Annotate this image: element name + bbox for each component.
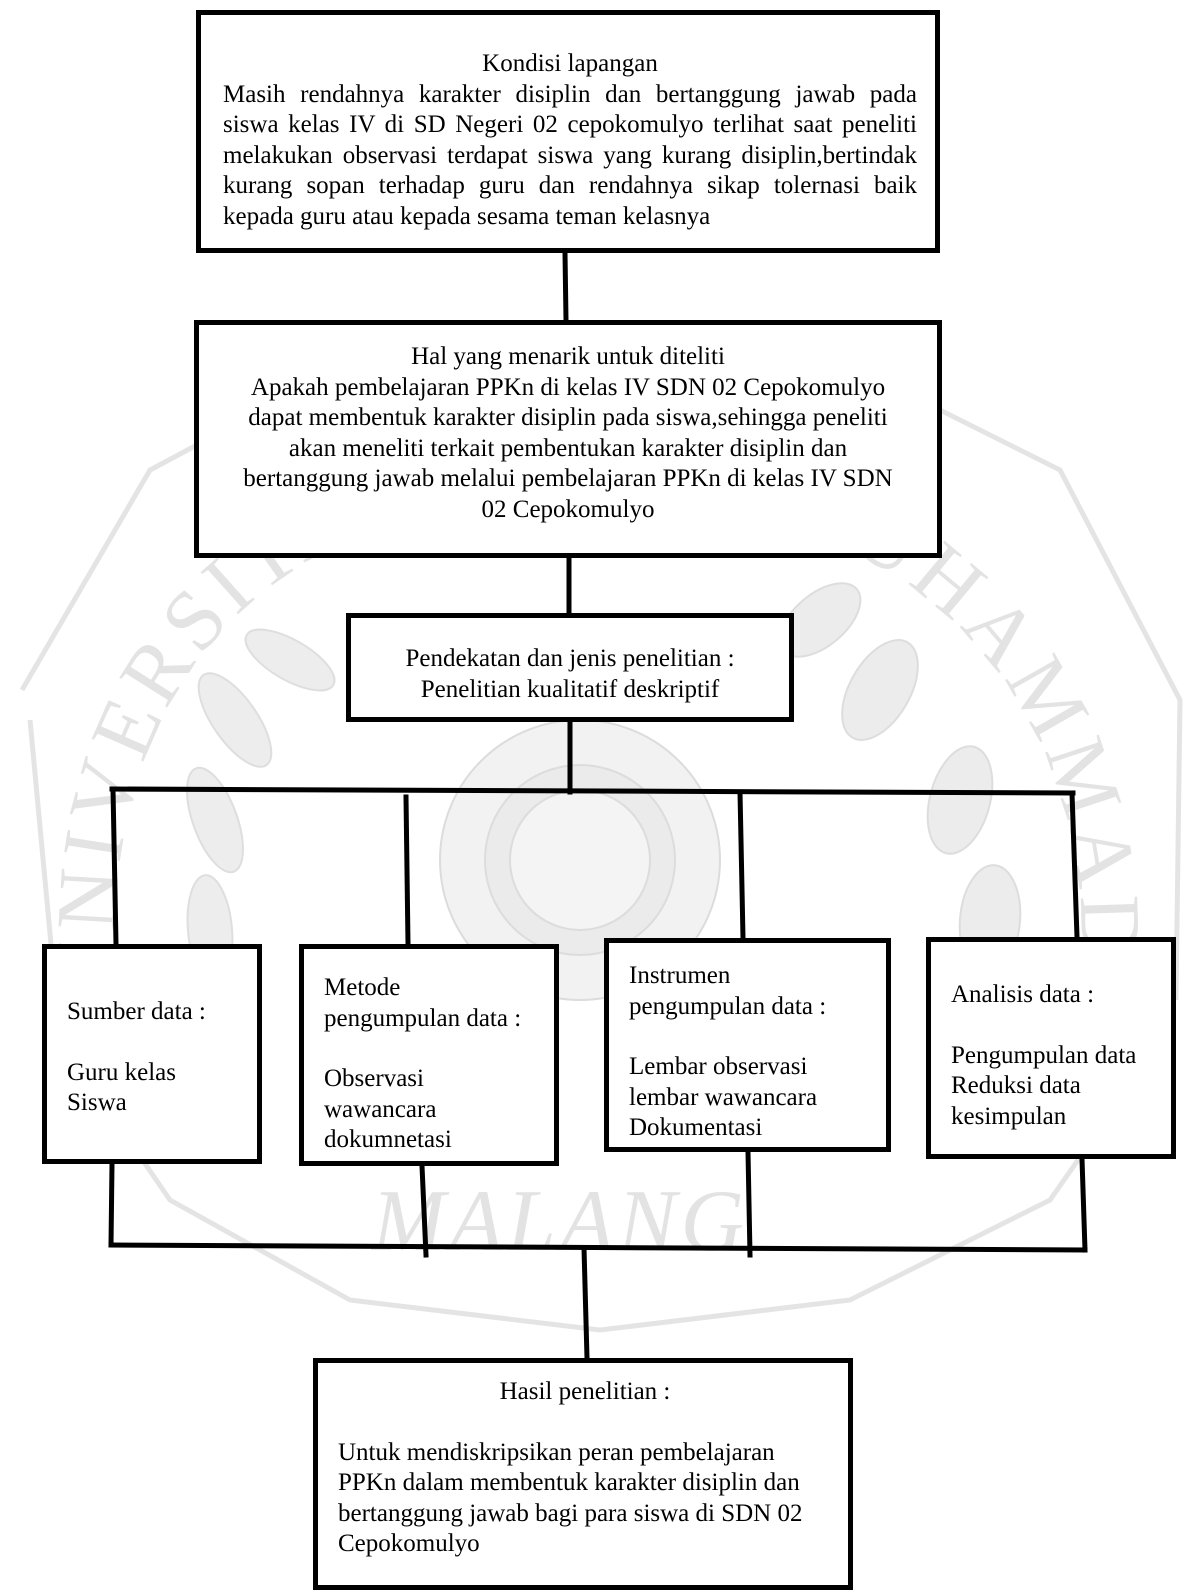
hal-menarik-box: Hal yang menarik untuk diteliti Apakah p… — [194, 320, 942, 558]
menarik-line: Apakah pembelajaran PPKn di kelas IV SDN… — [250, 373, 886, 401]
hasil-line: Cepokomulyo — [338, 1530, 480, 1557]
analisis-title: Analisis data : — [951, 981, 1095, 1008]
kondisi-line: Masih rendahnya karakter disiplin dan be… — [223, 80, 917, 108]
pendekatan-value: Penelitian kualitatif deskriptif — [420, 675, 720, 703]
sumber-item: Guru kelas — [67, 1058, 176, 1086]
metode-item: Observasi — [324, 1065, 424, 1092]
instrumen-item: lembar wawancara — [629, 1083, 818, 1111]
connector-kondisi-to-menarik — [562, 250, 569, 323]
connector-drop-sumber — [110, 786, 119, 947]
instrumen-item: Dokumentasi — [629, 1114, 763, 1141]
sumber-data-box: Sumber data : Guru kelas Siswa — [42, 944, 262, 1164]
instrumen-title-line: pengumpulan data : — [629, 992, 827, 1020]
kondisi-line: kepada guru atau kepada sesama teman kel… — [223, 202, 711, 230]
analisis-item: kesimpulan — [951, 1102, 1067, 1130]
kondisi-line: kurang sopan terhadap guru dan rendahnya… — [223, 172, 917, 199]
metode-title-line: pengumpulan data : — [324, 1004, 522, 1032]
menarik-line: bertanggung jawab melalui pembelajaran P… — [243, 465, 893, 492]
hasil-line: PPKn dalam membentuk karakter disiplin d… — [338, 1469, 800, 1496]
hasil-line: bertanggung jawab bagi para siswa di SDN… — [338, 1499, 803, 1527]
analisis-item: Pengumpulan data — [951, 1041, 1137, 1069]
kondisi-title: Kondisi lapangan — [482, 50, 658, 77]
sumber-item: Siswa — [67, 1089, 127, 1116]
connector-rise-analisis — [1079, 1156, 1088, 1253]
instrumen-title-line: Instrumen — [629, 962, 731, 989]
kondisi-line: siswa kelas IV di SD Negeri 02 cepokomul… — [223, 111, 917, 138]
metode-title-line: Metode — [324, 974, 401, 1001]
hasil-line: Untuk mendiskripsikan peran pembelajaran — [338, 1438, 775, 1466]
connector-drop-metode — [403, 794, 411, 947]
instrumen-box: Instrumen pengumpulan data : Lembar obse… — [604, 938, 891, 1152]
seal-city-text: MALANG — [370, 1173, 748, 1270]
metode-item: wawancara — [324, 1095, 437, 1123]
kondisi-line: melakukan observasi terdapat siswa yang … — [223, 141, 917, 169]
sumber-title: Sumber data : — [67, 998, 206, 1025]
connector-drop-analisis — [1069, 790, 1080, 940]
menarik-line: dapat membentuk karakter disiplin pada s… — [248, 404, 888, 431]
pendekatan-box: Pendekatan dan jenis penelitian : Peneli… — [346, 613, 794, 722]
metode-box: Metode pengumpulan data : Observasi wawa… — [299, 944, 559, 1166]
connector-drop-instrumen — [737, 789, 746, 941]
hasil-penelitian-box: Hasil penelitian : Untuk mendiskripsikan… — [313, 1358, 853, 1590]
hasil-title: Hasil penelitian : — [499, 1378, 671, 1405]
metode-item: dokumnetasi — [324, 1126, 452, 1153]
menarik-title: Hal yang menarik untuk diteliti — [411, 343, 725, 370]
connector-rise-metode — [419, 1163, 429, 1258]
pendekatan-title: Pendekatan dan jenis penelitian : — [405, 645, 735, 672]
kondisi-lapangan-box: Kondisi lapangan Masih rendahnya karakte… — [196, 10, 940, 253]
analisis-box: Analisis data : Pengumpulan data Reduksi… — [926, 937, 1176, 1159]
analisis-item: Reduksi data — [951, 1072, 1081, 1099]
connector-rise-sumber — [108, 1161, 115, 1248]
connector-top-bus — [109, 786, 1076, 796]
connector-bottom-bus — [108, 1242, 1088, 1253]
connector-rise-instrumen — [745, 1149, 753, 1258]
menarik-line: 02 Cepokomulyo — [481, 495, 655, 523]
instrumen-item: Lembar observasi — [629, 1053, 808, 1080]
menarik-line: akan meneliti terkait pembentukan karakt… — [288, 434, 848, 462]
connector-bus-to-hasil — [581, 1245, 590, 1361]
